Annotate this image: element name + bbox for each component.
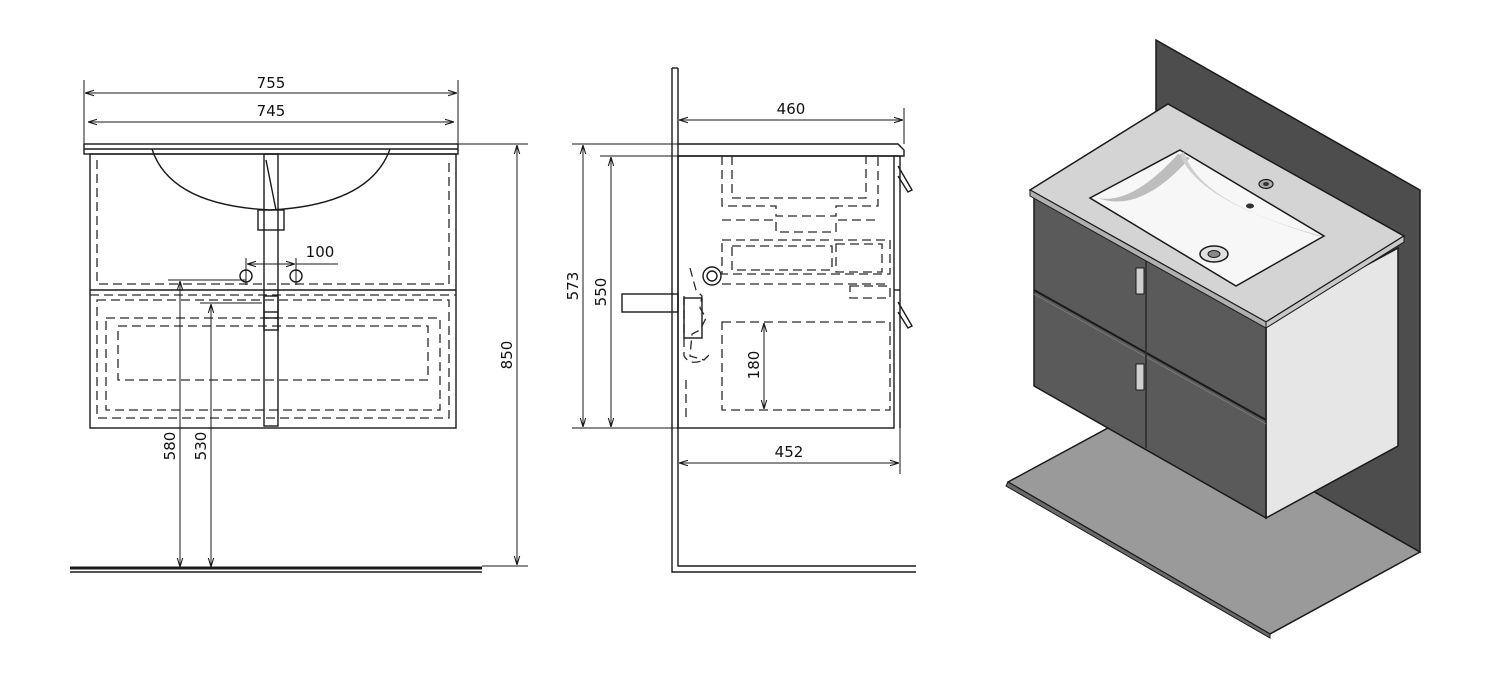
- front-lower-drawer-hidden: [96, 299, 450, 419]
- side-countertop: [678, 143, 905, 157]
- side-siphon-trap: [702, 266, 722, 286]
- front-basin-bowl: [151, 148, 391, 211]
- iso-overflow-hole: [1246, 203, 1254, 209]
- dim-height-530: 530: [192, 432, 210, 461]
- side-cabinet-body: [677, 155, 895, 429]
- dim-overall-width: 755: [257, 74, 286, 92]
- side-upper-drawer-hidden: [721, 239, 891, 275]
- iso-drawer-gap: [1033, 289, 1267, 421]
- front-drain-pipe: [263, 153, 279, 427]
- dim-basin-width: 745: [257, 102, 286, 120]
- dim-depth-top: 460: [777, 100, 806, 118]
- side-wall-floor: [671, 68, 916, 573]
- side-handle-upper: [897, 165, 913, 193]
- side-view: 460 452 573 550 180: [564, 67, 916, 573]
- side-wall-pipe: [621, 293, 679, 313]
- dim-height-580: 580: [161, 432, 179, 461]
- side-handle-lower: [897, 301, 913, 329]
- dim-height-573: 573: [564, 272, 582, 301]
- dim-height-550: 550: [592, 278, 610, 307]
- iso-handle-lower: [1135, 363, 1145, 391]
- side-lower-drawer-hidden: [721, 321, 891, 411]
- dim-total-height: 850: [498, 341, 516, 370]
- dim-depth-bottom: 452: [775, 443, 804, 461]
- front-view: 755 745 100 580 530 850: [70, 74, 528, 573]
- front-upper-drawer-hidden: [96, 160, 450, 285]
- side-basin-hidden: [721, 156, 879, 217]
- isometric-view: [1005, 38, 1422, 639]
- iso-handle-upper: [1135, 267, 1145, 295]
- dim-tap-spacing: 100: [306, 243, 335, 261]
- dim-height-180: 180: [745, 351, 763, 380]
